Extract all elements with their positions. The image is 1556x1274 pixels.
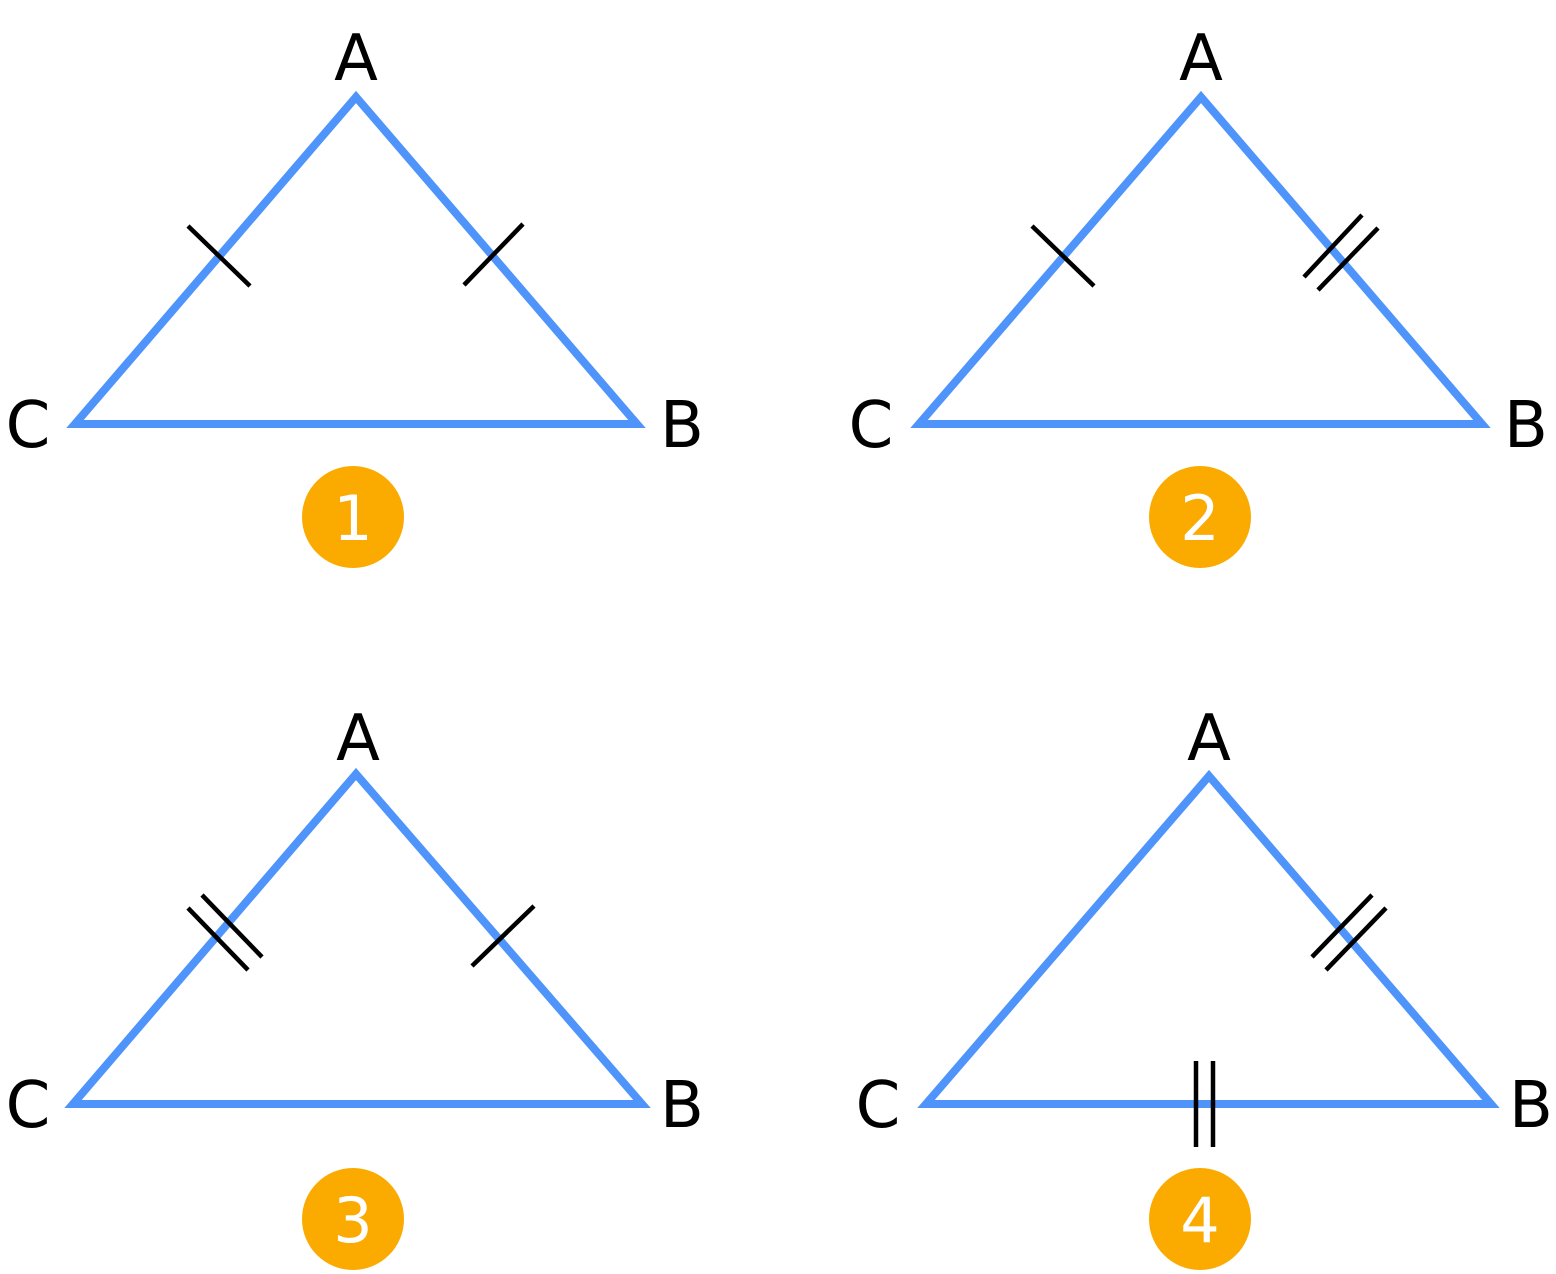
tick-mark-side-ab	[1302, 213, 1364, 279]
tick-mark-side-ab	[1310, 893, 1374, 959]
tick-mark-side-ab	[462, 222, 525, 287]
number-badge-label: 3	[333, 1184, 372, 1257]
vertex-label-b: B	[1504, 389, 1548, 463]
number-badge	[302, 1168, 404, 1270]
tick-mark-side-ca	[186, 906, 250, 972]
triangle-diagram-1: A B C 1	[6, 22, 704, 568]
tick-mark-side-ca	[1030, 224, 1096, 288]
vertex-label-a: A	[1179, 22, 1223, 96]
vertex-label-a: A	[334, 22, 378, 96]
vertex-label-c: C	[856, 1069, 901, 1143]
tick-mark-side-ab	[1316, 226, 1380, 292]
number-badge	[1149, 1168, 1251, 1270]
vertex-label-b: B	[660, 389, 704, 463]
vertex-label-a: A	[336, 702, 380, 776]
number-badge-label: 2	[1180, 482, 1219, 555]
tick-mark-side-ca	[186, 224, 252, 288]
number-badge-label: 4	[1180, 1184, 1219, 1257]
tick-mark-side-ab	[470, 904, 536, 968]
vertex-label-a: A	[1187, 702, 1231, 776]
triangle-diagram-2: A B C 2	[849, 22, 1548, 568]
tick-mark-side-ca	[200, 893, 264, 959]
triangle-shape	[910, 90, 1491, 428]
number-badge	[1149, 466, 1251, 568]
number-badge	[302, 466, 404, 568]
vertex-label-b: B	[660, 1069, 704, 1143]
vertex-label-c: C	[6, 389, 51, 463]
triangle-diagram-4: A B C 4	[856, 702, 1553, 1270]
triangle-shape	[66, 90, 646, 428]
vertex-label-c: C	[849, 389, 894, 463]
tick-mark-side-ab	[1324, 906, 1388, 972]
triangle-diagram-3: A B C 3	[6, 702, 704, 1270]
triangle-shape	[64, 767, 651, 1108]
triangle-shape	[917, 769, 1500, 1108]
vertex-label-c: C	[6, 1069, 51, 1143]
number-badge-label: 1	[333, 482, 372, 555]
vertex-label-b: B	[1509, 1069, 1553, 1143]
